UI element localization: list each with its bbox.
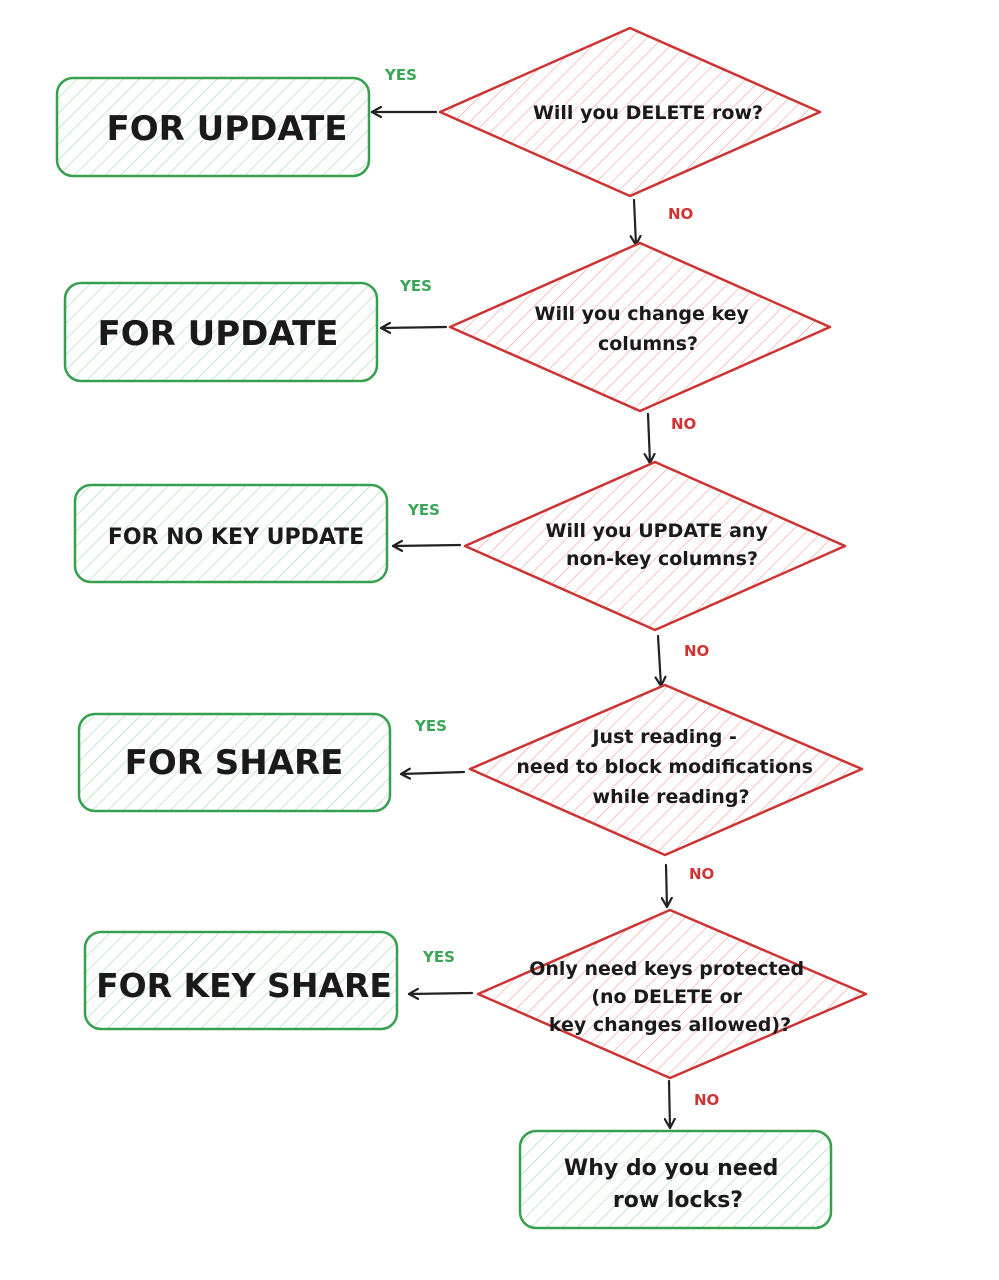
no-arrow-5: [669, 1079, 670, 1130]
decision-5-text: Only need keys protected (no DELETE or k…: [529, 958, 810, 1036]
yes-arrow-2: [379, 327, 448, 328]
step-4: Just reading - need to block modificatio…: [77, 683, 864, 909]
final-step: Why do you need row locks?: [518, 1129, 833, 1230]
final-box-text: Why do you need row locks?: [564, 1156, 786, 1213]
final-box: [518, 1129, 833, 1230]
decision-4-text: Just reading - need to block modificatio…: [516, 726, 819, 808]
no-arrow-2: [648, 412, 650, 465]
step-2: Will you change key columns? FOR UPDATE …: [63, 241, 832, 465]
no-label-5: NO: [694, 1091, 719, 1109]
yes-arrow-3: [391, 545, 462, 546]
decision-diamond-1: [438, 26, 822, 198]
step-5: Only need keys protected (no DELETE or k…: [83, 908, 868, 1130]
outcome-5-label: FOR KEY SHARE: [96, 966, 392, 1005]
yes-arrow-5: [407, 993, 474, 994]
step-3: Will you UPDATE any non-key columns? FOR…: [73, 460, 847, 688]
decision-diamond-3: [463, 460, 847, 632]
outcome-box-1: [55, 76, 371, 178]
no-label-1: NO: [668, 205, 693, 223]
no-arrow-3: [658, 634, 661, 688]
outcome-1-label: FOR UPDATE: [107, 109, 348, 149]
decision-diamond-5: [476, 908, 868, 1080]
decision-2-text: Will you change key columns?: [535, 303, 756, 355]
outcome-box-4: [77, 712, 392, 813]
outcome-2-label: FOR UPDATE: [98, 314, 339, 354]
outcome-box-5: [83, 930, 399, 1031]
outcome-4-label: FOR SHARE: [125, 743, 344, 783]
decision-diamond-4: [468, 683, 864, 857]
decision-1-text: Will you DELETE row?: [533, 102, 763, 124]
decision-diamond-2: [448, 241, 832, 413]
no-label-2: NO: [671, 415, 696, 433]
outcome-box-2: [63, 281, 379, 383]
yes-label-5: YES: [422, 948, 455, 966]
yes-arrow-4: [399, 772, 466, 774]
decision-3-text: Will you UPDATE any non-key columns?: [546, 520, 775, 570]
no-arrow-4: [666, 863, 667, 909]
step-1: Will you DELETE row? FOR UPDATE YES NO: [55, 26, 822, 247]
yes-label-3: YES: [407, 501, 440, 519]
yes-label-1: YES: [384, 66, 417, 84]
yes-label-2: YES: [399, 277, 432, 295]
no-arrow-1: [634, 198, 636, 247]
yes-label-4: YES: [414, 717, 447, 735]
no-label-3: NO: [684, 642, 709, 660]
no-label-4: NO: [689, 865, 714, 883]
outcome-box-3: [73, 483, 389, 584]
outcome-3-label: FOR NO KEY UPDATE: [108, 525, 364, 550]
